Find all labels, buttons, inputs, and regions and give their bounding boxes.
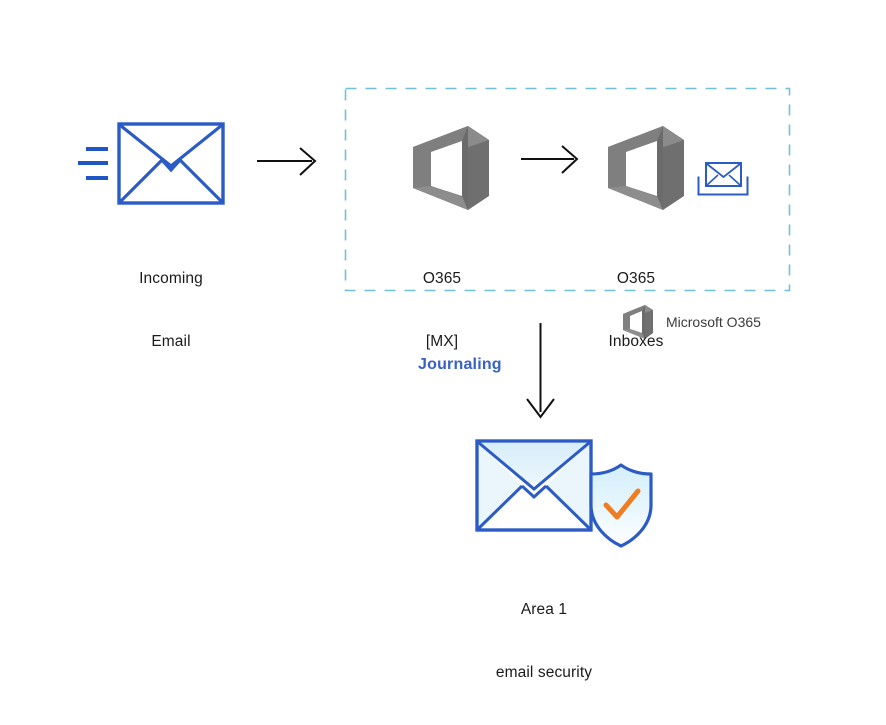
label-o365-inboxes: O365 Inboxes — [575, 226, 697, 394]
label-area1: Area 1 email security — [464, 557, 624, 725]
label-o365-inboxes-line2: Inboxes — [608, 333, 664, 350]
label-incoming-email: Incoming Email — [101, 226, 241, 394]
label-o365-inboxes-line1: O365 — [616, 270, 656, 287]
arrow-incoming-to-mx — [257, 147, 317, 176]
diagram-canvas: Incoming Email O365 [MX] O365 Inboxes Jo… — [78, 87, 791, 681]
legend-label-microsoft-o365: Microsoft O365 — [666, 314, 761, 330]
label-o365-mx: O365 [MX] — [381, 226, 503, 394]
speed-lines-icon — [78, 147, 108, 180]
label-incoming-email-line1: Incoming — [139, 270, 203, 287]
edge-label-journaling: Journaling — [418, 356, 502, 373]
label-area1-line1: Area 1 — [520, 601, 568, 618]
envelope-icon — [117, 122, 225, 205]
label-o365-mx-line1: O365 — [422, 270, 462, 287]
label-o365-mx-line2: [MX] — [425, 333, 459, 350]
arrow-mx-to-inboxes — [521, 145, 579, 174]
office365-icon-mx — [413, 126, 489, 210]
inbox-tray-icon — [697, 162, 749, 196]
o365-group-box — [344, 87, 791, 292]
office365-icon-inboxes — [608, 126, 684, 210]
secure-envelope-shield-icon — [475, 439, 653, 548]
legend-office365-icon — [623, 305, 653, 339]
arrow-inboxes-to-area1 — [526, 323, 555, 419]
label-incoming-email-line2: Email — [151, 333, 191, 350]
label-area1-line2: email security — [495, 664, 593, 681]
diagram-vector-layer — [78, 87, 791, 548]
